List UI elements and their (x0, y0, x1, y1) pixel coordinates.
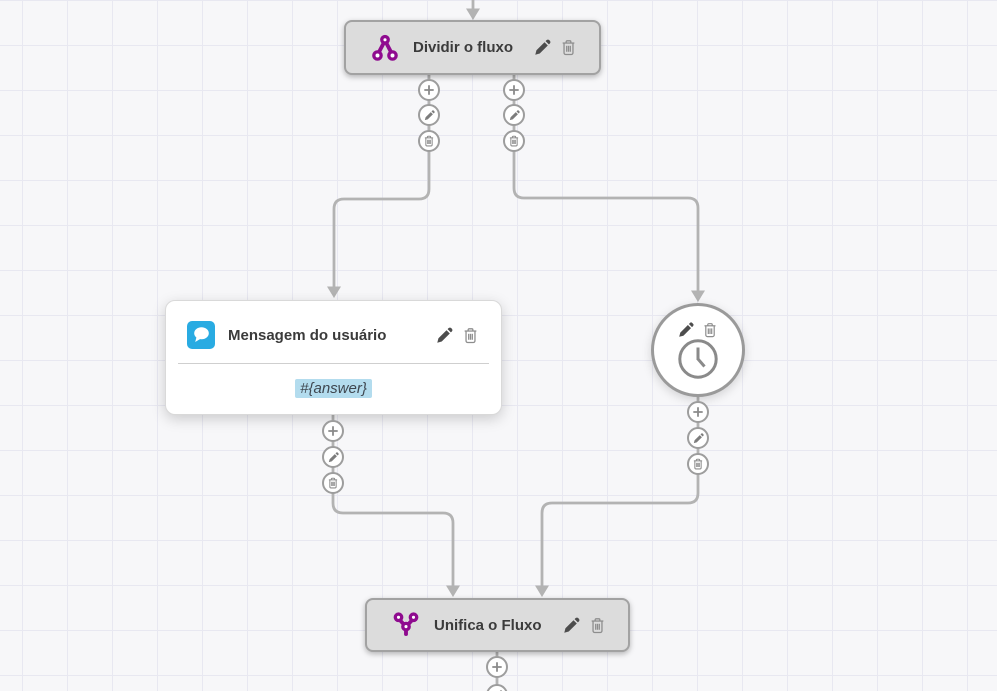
clock-icon (676, 337, 720, 381)
delete-node-button trash-icon[interactable] (702, 322, 718, 338)
port-edit-button pencil-icon[interactable] (322, 446, 344, 468)
arrowhead-into-merge-left (446, 585, 460, 597)
port-delete-button trash-icon[interactable] (503, 130, 525, 152)
edit-node-button pencil-icon[interactable] (436, 327, 453, 344)
arrowhead-into-message (327, 286, 341, 298)
arrowhead-into-split (466, 8, 480, 20)
connector-split-to-message (332, 75, 431, 287)
merge-flow-icon (391, 610, 421, 640)
node-timer[interactable] (651, 303, 745, 397)
card-divider (178, 363, 489, 364)
node-title: Dividir o fluxo (413, 39, 514, 56)
port-delete-button trash-icon[interactable] (687, 453, 709, 475)
connector-timer-to-merge (540, 397, 700, 586)
delete-node-button trash-icon[interactable] (560, 39, 577, 56)
port-add-button plus-icon[interactable] (322, 420, 344, 442)
connector-message-to-merge (331, 415, 455, 586)
edit-node-button pencil-icon[interactable] (678, 322, 694, 338)
node-title: Unifica o Fluxo (434, 616, 542, 634)
connector-split-to-timer (512, 75, 700, 291)
node-user-message[interactable]: Mensagem do usuário #{answer} (165, 300, 502, 415)
arrowhead-into-timer (691, 290, 705, 302)
port-add-button plus-icon[interactable] (418, 79, 440, 101)
port-edit-button pencil-icon[interactable] (687, 427, 709, 449)
port-edit-button pencil-icon[interactable] (418, 104, 440, 126)
port-delete-button trash-icon[interactable] (418, 130, 440, 152)
delete-node-button trash-icon[interactable] (589, 617, 606, 634)
node-split-flow[interactable]: Dividir o fluxo (344, 20, 601, 75)
split-branch-icon (370, 33, 400, 63)
delete-node-button trash-icon[interactable] (462, 327, 479, 344)
variable-chip: #{answer} (295, 378, 372, 398)
port-delete-button trash-icon[interactable] (322, 472, 344, 494)
port-add-button plus-icon[interactable] (687, 401, 709, 423)
port-edit-button pencil-icon[interactable] (503, 104, 525, 126)
node-title: Mensagem do usuário (228, 326, 387, 344)
arrowhead-into-merge-right (535, 585, 549, 597)
node-merge-flow[interactable]: Unifica o Fluxo (365, 598, 630, 652)
port-add-button plus-icon[interactable] (486, 656, 508, 678)
edit-node-button pencil-icon[interactable] (534, 39, 551, 56)
port-add-button plus-icon[interactable] (503, 79, 525, 101)
chat-bubble-icon (187, 321, 215, 349)
edit-node-button pencil-icon[interactable] (563, 617, 580, 634)
